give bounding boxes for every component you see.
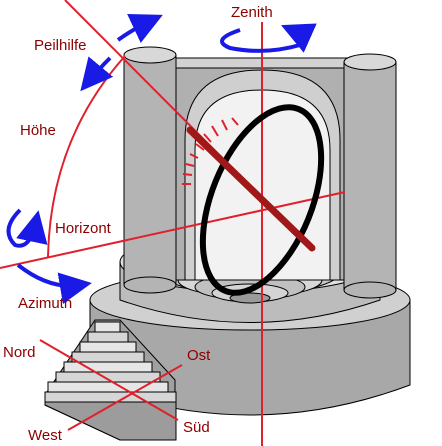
scale-ticks — [182, 117, 239, 185]
label-zenith: Zenith — [231, 4, 273, 21]
east-west-line — [67, 364, 183, 431]
azimuth-arrow — [16, 263, 92, 305]
arch-wall — [149, 57, 363, 281]
label-sued: Süd — [183, 419, 210, 436]
label-horizont: Horizont — [55, 220, 112, 237]
peilhilfe-arrow-down — [80, 56, 114, 92]
pointer-bar — [186, 126, 316, 252]
horizon-line — [0, 191, 346, 269]
rotation-arrows — [6, 14, 317, 305]
pillar-left — [123, 46, 177, 294]
label-azimuth: Azimuth — [18, 295, 72, 312]
peilhilfe-arrow-up — [116, 14, 163, 43]
label-nord: Nord — [3, 344, 36, 361]
labels: Zenith Peilhilfe Höhe Horizont Azimuth N… — [3, 4, 273, 444]
pillar-right — [343, 53, 397, 299]
label-ost: Ost — [187, 347, 211, 364]
label-hoehe: Höhe — [20, 122, 56, 139]
label-peilhilfe: Peilhilfe — [34, 37, 87, 54]
horizon-rotation-arrow — [6, 208, 48, 248]
circle-ring — [199, 104, 325, 296]
zenith-rotation-arrow — [220, 23, 317, 53]
north-south-line — [39, 339, 179, 421]
label-west: West — [28, 427, 63, 444]
